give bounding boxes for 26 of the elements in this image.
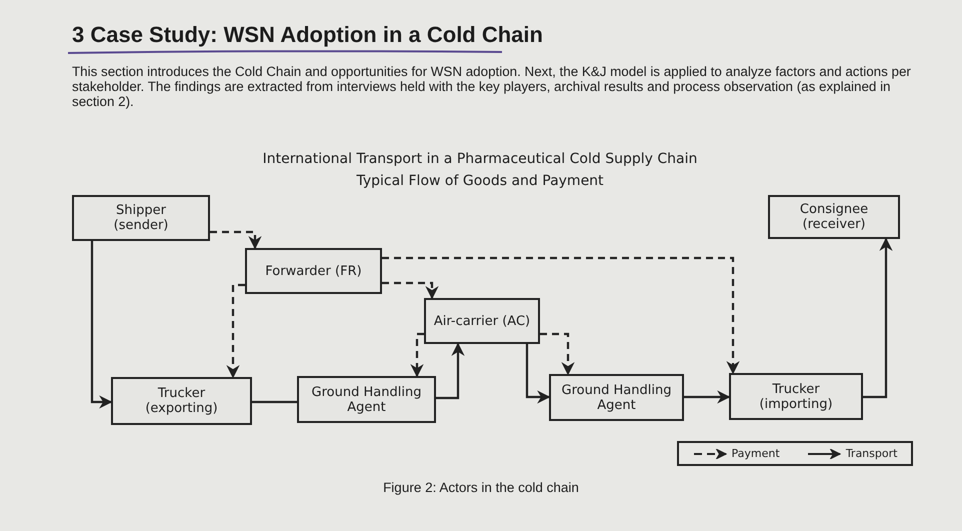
- legend-label: Payment: [732, 447, 780, 460]
- actor-box: Shipper (sender): [72, 195, 210, 241]
- actor-box: Air-carrier (AC): [424, 298, 540, 344]
- figure-heading-text: International Transport in a Pharmaceutical Cold Supply Chain: [262, 151, 698, 167]
- flow-arrow: [382, 282, 439, 300]
- flow-arrow: [436, 342, 465, 400]
- flow-arrow: [684, 390, 730, 404]
- body-paragraph: This section introduces the Cold Chain and opportunities for WSN adoption. Next, the K&J model is applied to analyze factors and actions per stakeholder. The findings are extracted from interviews held with the key players, archival results and process observation (as explained in section 2).: [72, 64, 912, 109]
- figure-caption: Figure 2: Actors in the cold chain: [382, 480, 580, 495]
- flow-arrow: [382, 256, 740, 374]
- actor-box: Trucker (importing): [729, 373, 863, 420]
- figure-subheading-text: Typical Flow of Goods and Payment: [355, 173, 605, 189]
- actor-box: Ground Handling Agent: [549, 374, 684, 421]
- actor-box: Forwarder (FR): [245, 248, 382, 294]
- flow-arrow: [863, 238, 893, 398]
- actor-box: Consignee (receiver): [768, 195, 900, 239]
- legend-label: Transport: [846, 447, 898, 460]
- flow-arrow: [526, 344, 550, 404]
- actor-box: Ground Handling Agent: [297, 376, 436, 423]
- flow-arrow: [410, 332, 424, 378]
- flow-arrow: [90, 241, 112, 409]
- flow-arrow: [210, 230, 262, 250]
- actor-box: Trucker (exporting): [111, 377, 252, 425]
- flow-arrow: [540, 332, 575, 376]
- flow-arrow: [226, 284, 245, 378]
- section-heading: 3 Case Study: WSN Adoption in a Cold Chain: [72, 22, 543, 48]
